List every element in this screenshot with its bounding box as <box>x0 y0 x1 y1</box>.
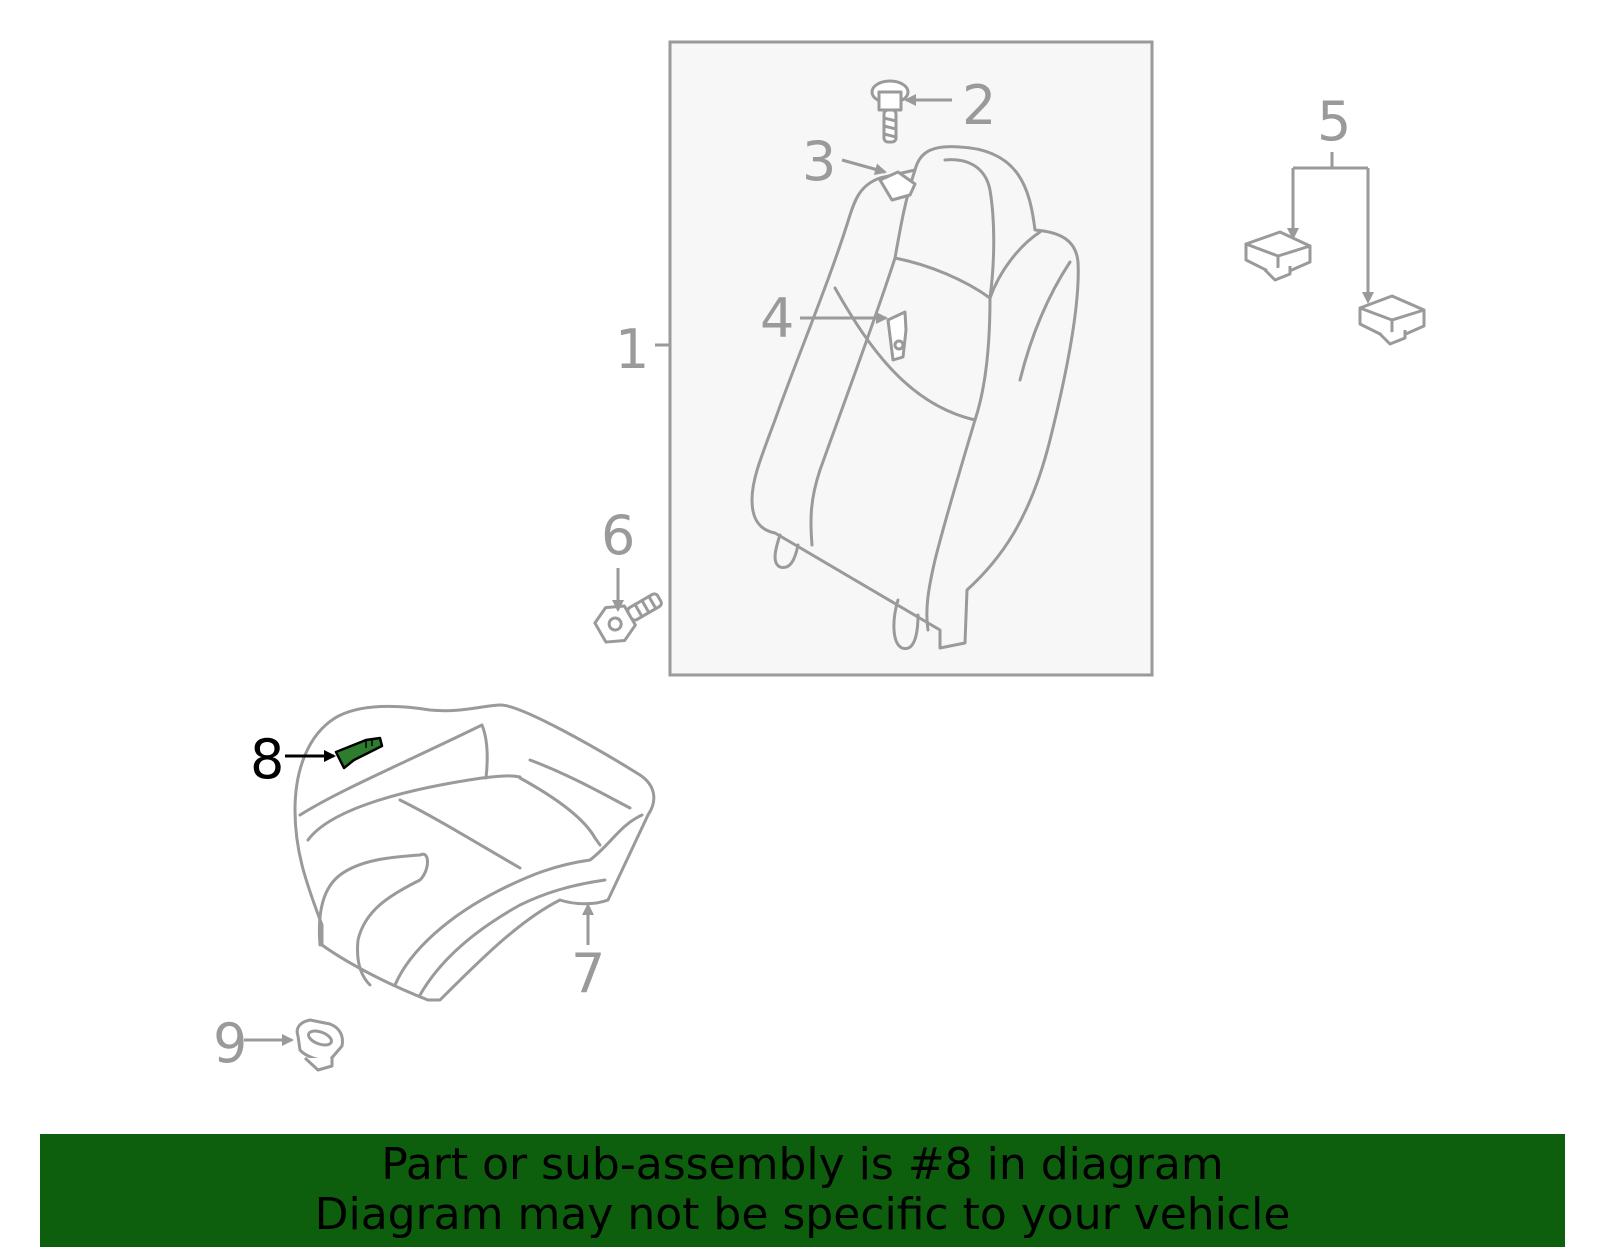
seat-back-shape <box>750 145 1080 650</box>
banner-line-1: Part or sub-assembly is #8 in diagram <box>381 1139 1224 1190</box>
part-8-highlighted <box>334 736 384 770</box>
seat-cushion-shape <box>293 703 656 1002</box>
seat-back-hinge-right <box>892 598 920 651</box>
part-8-shape <box>334 736 384 770</box>
part-4-bracket-hole <box>893 339 905 351</box>
seat-back-side-bolster <box>988 230 1042 300</box>
seat-cushion-rear-seam <box>306 774 522 842</box>
part-5-clip-upper <box>1244 230 1312 282</box>
banner-line-2: Diagram may not be specific to your vehi… <box>314 1189 1291 1240</box>
part-3-guide-clip <box>878 170 917 202</box>
callout-9: 9 <box>213 1012 247 1075</box>
seat-cushion-left-bolster <box>317 852 429 987</box>
callout-3: 3 <box>802 130 836 193</box>
callout-5: 5 <box>1317 90 1351 153</box>
callout-1: 1 <box>615 318 649 381</box>
part-5-clip-lower <box>1358 294 1426 346</box>
part-9-clip <box>295 1018 344 1072</box>
seat-cushion-center-seam <box>398 798 522 870</box>
info-banner: Part or sub-assembly is #8 in diagram Di… <box>40 1134 1565 1247</box>
seat-cushion-front-inner <box>418 878 607 997</box>
seat-cushion-right-seam <box>518 776 602 847</box>
leader-3 <box>841 158 887 176</box>
seat-back-panel <box>668 40 1154 677</box>
leader-5-arrow-lower <box>1362 292 1374 304</box>
callout-8: 8 <box>250 728 284 791</box>
part-2-bolt <box>870 79 910 144</box>
leader-5-arrow-upper <box>1287 228 1299 240</box>
callout-7: 7 <box>571 942 605 1005</box>
seat-back-hinge-left <box>773 533 800 570</box>
seat-cushion-right-top-seam <box>528 758 632 810</box>
seat-back-center-seam <box>809 256 897 547</box>
seat-back-assembly <box>668 40 1154 677</box>
seat-cushion-front-bolster <box>393 813 644 987</box>
seat-back-outer-seam <box>1018 260 1072 382</box>
leader-5 <box>1291 152 1370 300</box>
callout-6: 6 <box>601 504 635 567</box>
part-6-bolt <box>593 592 663 644</box>
callout-4: 4 <box>760 287 794 350</box>
seat-back-right-seam <box>925 296 992 632</box>
part-4-bracket <box>886 310 908 362</box>
seat-back-lumbar-seam <box>833 286 977 422</box>
callout-2: 2 <box>962 74 996 137</box>
seat-cushion <box>293 703 656 1002</box>
seat-cushion-rear-bolster <box>298 723 489 817</box>
